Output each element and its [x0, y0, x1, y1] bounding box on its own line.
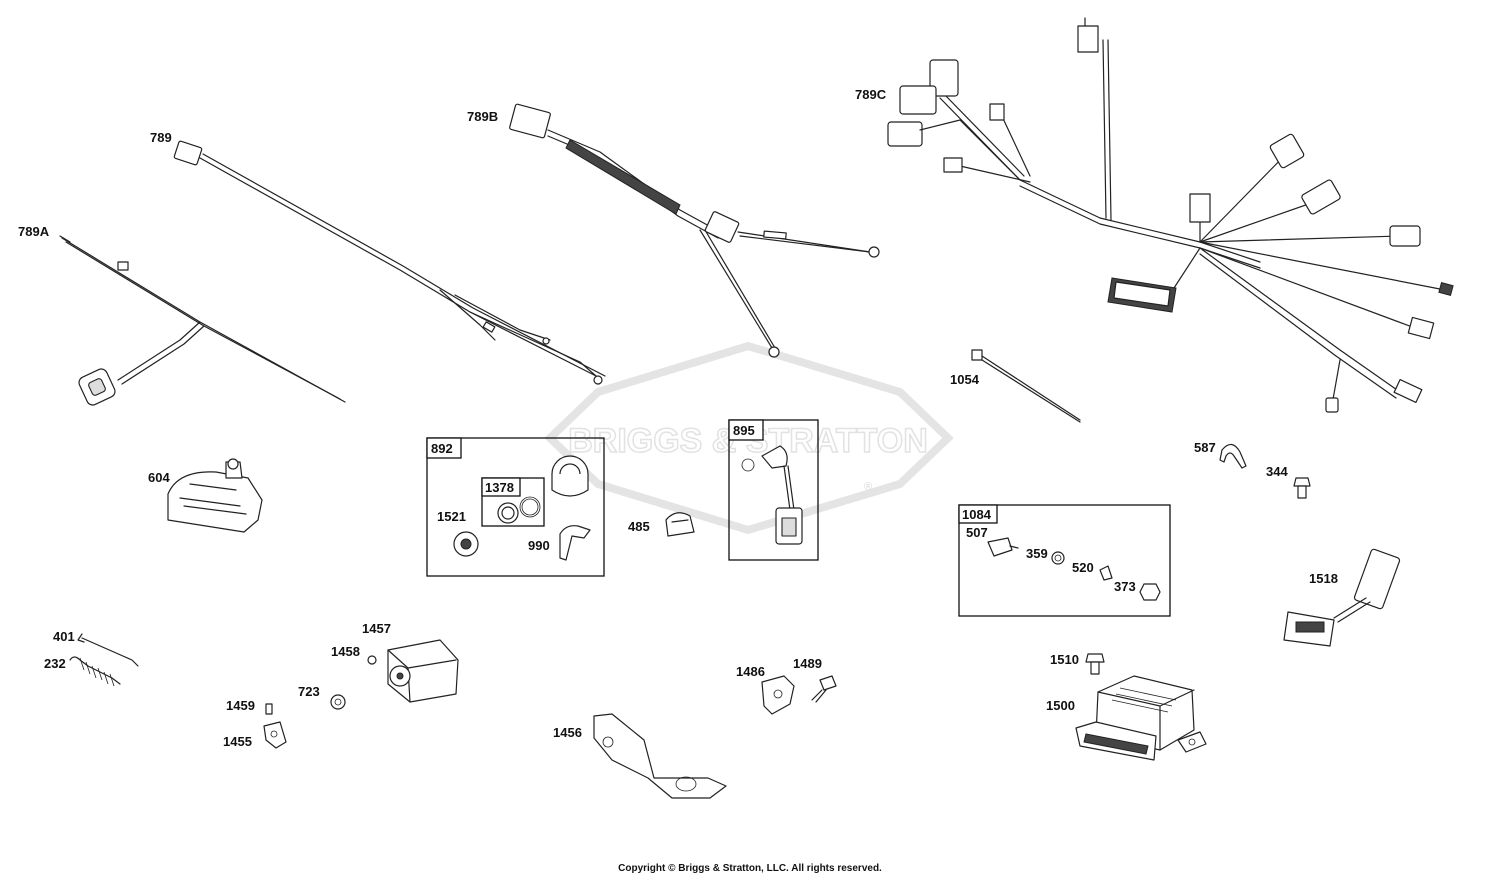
screw-1510[interactable] [1085, 653, 1105, 675]
label-1456: 1456 [553, 725, 582, 740]
label-1486: 1486 [736, 664, 765, 679]
label-1054: 1054 [950, 372, 980, 387]
label-485: 485 [628, 519, 650, 534]
kit-box-1084[interactable]: 1084 [958, 504, 1171, 617]
bracket-1455[interactable] [263, 721, 287, 749]
label-1084: 1084 [962, 507, 992, 522]
label-373: 373 [1114, 579, 1136, 594]
harness-789b[interactable] [509, 103, 880, 358]
spacer-723[interactable] [330, 694, 346, 710]
harness-789[interactable] [173, 140, 606, 385]
knob-485[interactable] [665, 512, 695, 537]
label-401: 401 [53, 629, 75, 644]
watermark-registered: ® [864, 481, 872, 493]
label-789: 789 [150, 130, 172, 145]
motor-1457[interactable] [387, 639, 459, 703]
label-789b: 789B [467, 109, 498, 124]
harness-789c[interactable] [887, 17, 1454, 413]
screw-1489[interactable] [811, 675, 837, 703]
label-990: 990 [528, 538, 550, 553]
copyright-notice: Copyright © Briggs & Stratton, LLC. All … [618, 863, 882, 874]
label-587: 587 [1194, 440, 1216, 455]
label-1378: 1378 [485, 480, 514, 495]
part-labels: 789 789A 789B 789C 1054 587 344 604 1521… [18, 87, 1338, 749]
kit-box-892[interactable]: 892 1378 [426, 437, 605, 577]
label-789c: 789C [855, 87, 887, 102]
bolt-344[interactable] [1293, 477, 1311, 499]
ecu-1500[interactable] [1075, 675, 1207, 761]
label-1521: 1521 [437, 509, 466, 524]
label-892: 892 [431, 441, 453, 456]
label-359: 359 [1026, 546, 1048, 561]
kit-box-895[interactable]: 895 [728, 419, 819, 561]
pin-1459[interactable] [265, 703, 273, 715]
label-1457: 1457 [362, 621, 391, 636]
label-895: 895 [733, 423, 755, 438]
cable-tie-1054[interactable] [971, 349, 1081, 423]
label-604: 604 [148, 470, 170, 485]
bracket-1456[interactable] [593, 713, 727, 799]
spring-232[interactable] [69, 656, 121, 687]
label-789a: 789A [18, 224, 50, 239]
connector-1518[interactable] [1283, 548, 1401, 647]
label-1459: 1459 [226, 698, 255, 713]
label-1458: 1458 [331, 644, 360, 659]
label-723: 723 [298, 684, 320, 699]
rod-401[interactable] [77, 633, 139, 667]
nut-1458[interactable] [367, 655, 377, 665]
label-1500: 1500 [1046, 698, 1075, 713]
harness-789a[interactable] [59, 235, 346, 407]
label-520: 520 [1072, 560, 1094, 575]
label-344: 344 [1266, 464, 1288, 479]
label-1518: 1518 [1309, 571, 1338, 586]
label-1489: 1489 [793, 656, 822, 671]
label-507: 507 [966, 525, 988, 540]
label-1510: 1510 [1050, 652, 1079, 667]
cover-604[interactable] [167, 458, 263, 533]
sensor-1486[interactable] [761, 675, 795, 715]
clamp-587[interactable] [1219, 443, 1247, 469]
label-1455: 1455 [223, 734, 252, 749]
label-232: 232 [44, 656, 66, 671]
